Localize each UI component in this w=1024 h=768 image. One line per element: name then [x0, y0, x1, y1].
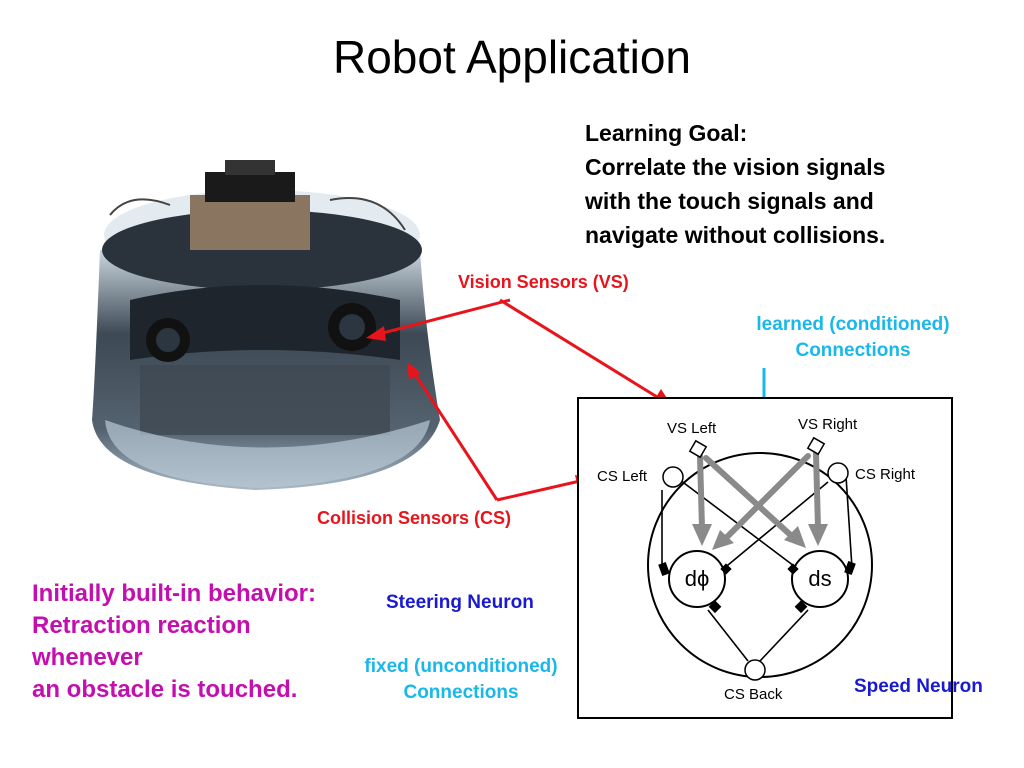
behavior-line: whenever: [32, 644, 143, 671]
collision-sensors-label: Collision Sensors (CS): [317, 508, 512, 528]
behavior-line: Initially built-in behavior:: [32, 580, 317, 607]
fixed-connections-line1: fixed (unconditioned): [364, 656, 558, 677]
cs-back-label: CS Back: [724, 686, 783, 703]
learning-goal-line: Learning Goal:: [585, 120, 748, 146]
learning-goal-line: Correlate the vision signals: [585, 154, 886, 180]
speed-neuron-symbol: ds: [808, 566, 832, 591]
page-title: Robot Application: [332, 31, 692, 83]
cs-left-label: CS Left: [597, 468, 648, 485]
speed-neuron-label: Speed Neuron: [854, 676, 983, 697]
neural-circuit-diagram: [577, 397, 953, 719]
learned-connections-label: learned (conditioned) Connections: [730, 314, 976, 362]
learned-connections-line2: Connections: [795, 340, 911, 361]
robot-image: [92, 160, 440, 490]
fixed-connections-line2: Connections: [403, 682, 519, 703]
vs-right-label: VS Right: [798, 416, 858, 433]
vision-sensors-label: Vision Sensors (VS): [458, 272, 629, 292]
behavior-line: an obstacle is touched.: [32, 676, 298, 703]
cs-right-label: CS Right: [855, 466, 916, 483]
initial-behavior-text: Initially built-in behavior: Retraction …: [32, 578, 316, 706]
behavior-line: Retraction reaction: [32, 612, 251, 639]
fixed-connections-label: fixed (unconditioned) Connections: [338, 656, 584, 704]
learning-goal-line: with the touch signals and: [585, 188, 874, 214]
learning-goal: Learning Goal: Correlate the vision sign…: [585, 116, 885, 252]
learned-connections-line1: learned (conditioned): [756, 314, 950, 335]
vs-left-label: VS Left: [667, 420, 717, 437]
steering-neuron-symbol: dϕ: [684, 566, 710, 591]
steering-neuron-label: Steering Neuron: [386, 592, 534, 613]
learning-goal-line: navigate without collisions.: [585, 222, 886, 248]
